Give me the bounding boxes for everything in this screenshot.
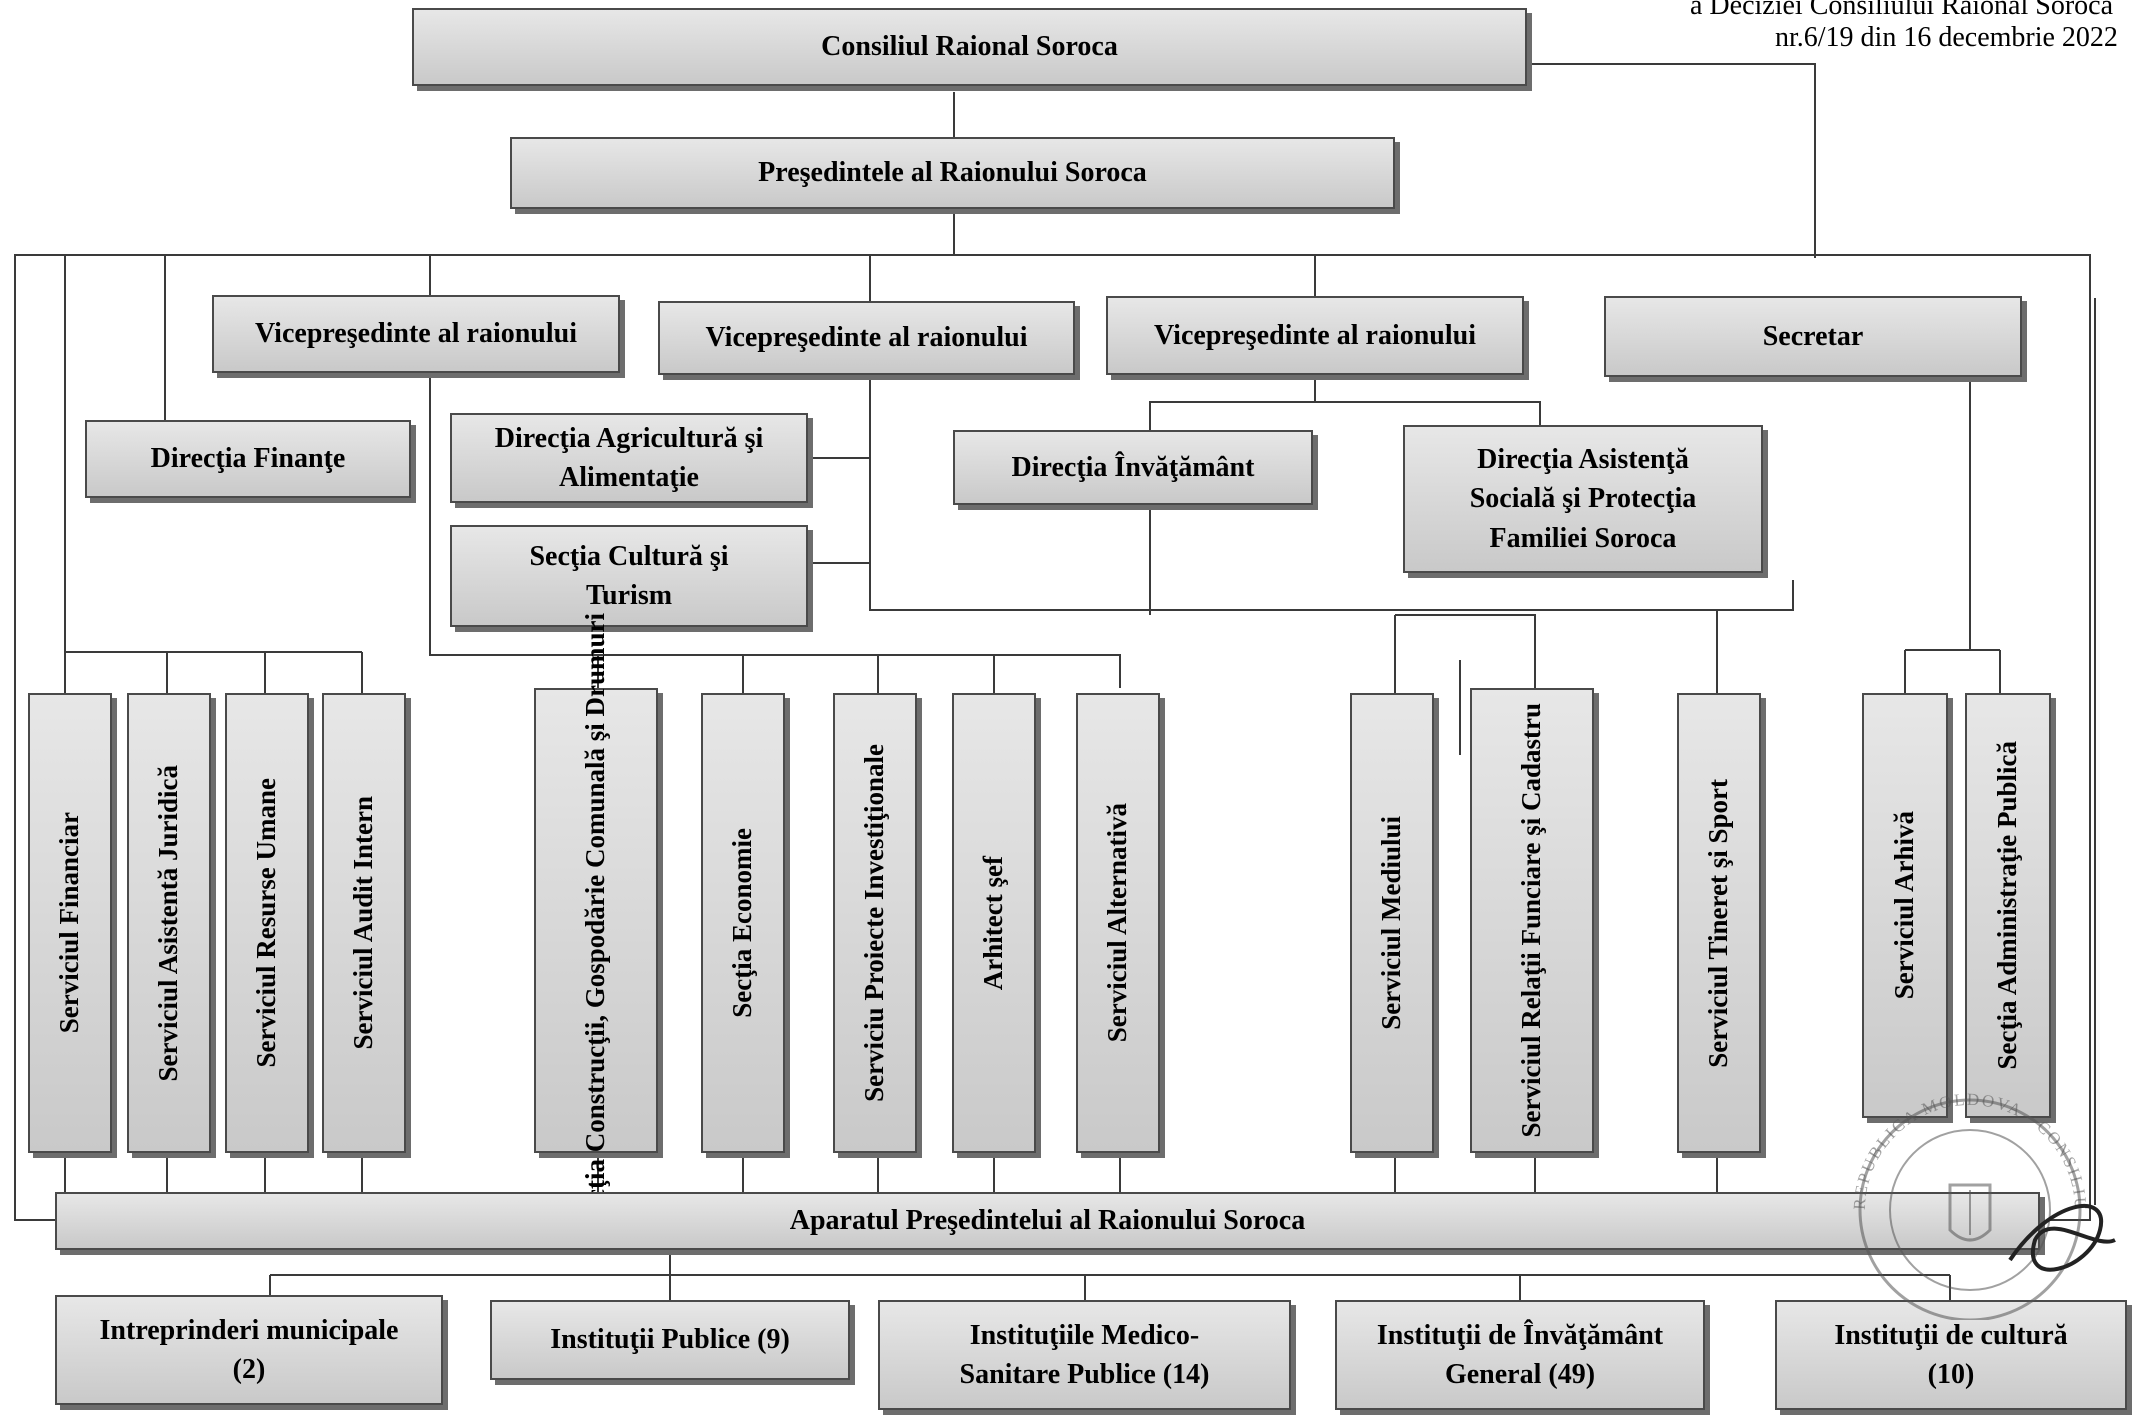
box-serviciul-asistenta-juridica: Serviciul Asistentă Juridică <box>127 693 211 1153</box>
box-serviciul-mediului: Serviciul Mediului <box>1350 693 1434 1153</box>
signature-scribble <box>2008 1204 2116 1272</box>
box-label: Arhitect şef <box>978 855 1009 991</box>
decision-reference-line-2: nr.6/19 din 16 decembrie 2022 <box>1775 22 2118 53</box>
box-label: Secţia Cultură şi Turism <box>529 540 729 611</box>
box-label: Serviciul Financiar <box>54 812 85 1034</box>
box-label: Instituţiile Medico- Sanitare Publice (1… <box>959 1319 1210 1390</box>
box-label: Preşedintele al Raionului Soroca <box>758 157 1147 189</box>
box-label: Serviciul Audit Intern <box>348 796 379 1050</box>
box-label: Serviciu Proiecte Investiţionale <box>859 744 890 1102</box>
box-directia-agricultura: Direcţia Agricultură şi Alimentaţie <box>450 413 808 503</box>
box-label: Direcţia Asistenţă Socială şi Protecţia … <box>1469 444 1697 554</box>
decision-reference-line-1: a Deciziei Consiliului Raional Soroca <box>1690 0 2114 21</box>
box-label: Serviciul Relaţii Funciare şi Cadastru <box>1516 703 1547 1138</box>
box-sectia-economie: Secţia Economie <box>701 693 785 1153</box>
svg-text:REPUBLICA MOLDOVA · CONSILIUL: REPUBLICA MOLDOVA · CONSILIUL RAIONAL SO… <box>1820 1090 2090 1212</box>
box-secretar: Secretar <box>1604 296 2022 377</box>
box-label: Serviciul Resurse Umane <box>251 778 282 1068</box>
box-serviciu-proiecte-investitionale: Serviciu Proiecte Investiţionale <box>833 693 917 1153</box>
box-label: Aparatul Preşedintelui al Raionului Soro… <box>789 1205 1306 1237</box>
box-label: Vicepreşedinte al raionului <box>255 318 577 350</box>
box-label: Serviciul Alternativă <box>1102 803 1133 1043</box>
box-arhitect-sef: Arhitect şef <box>952 693 1036 1153</box>
box-label: Serviciul Asistentă Juridică <box>153 764 184 1082</box>
box-directia-finante: Direcţia Finanţe <box>85 420 411 498</box>
box-serviciul-resurse-umane: Serviciul Resurse Umane <box>225 693 309 1153</box>
box-intreprinderi-municipale: Intreprinderi municipale (2) <box>55 1295 443 1405</box>
box-presedintele: Preşedintele al Raionului Soroca <box>510 137 1395 209</box>
box-directia-asistenta-sociala: Direcţia Asistenţă Socială şi Protecţia … <box>1403 425 1763 573</box>
box-serviciul-relatii-funciare: Serviciul Relaţii Funciare şi Cadastru <box>1470 688 1594 1153</box>
box-label: Vicepreşedinte al raionului <box>1154 319 1476 351</box>
box-label: Serviciul Tineret şi Sport <box>1703 778 1734 1068</box>
box-label: Instituţii de Învăţământ General (49) <box>1376 1319 1664 1390</box>
box-sectia-constructii: Secţia Construcţii, Gospodărie Comunală … <box>534 613 658 1228</box>
box-sectia-administratie-publica: Secţia Administraţie Publică <box>1965 693 2051 1118</box>
box-label: Direcţia Finanţe <box>150 443 346 475</box>
box-label: Secretar <box>1762 320 1864 352</box>
box-label: Secţia Construcţii, Gospodărie Comunală … <box>580 613 611 1229</box>
box-label: Secţia Administraţie Publică <box>1992 741 2023 1070</box>
box-institutii-medico-sanitare: Instituţiile Medico- Sanitare Publice (1… <box>878 1300 1291 1410</box>
box-vicepresedinte-2: Vicepreşedinte al raionului <box>658 301 1075 375</box>
box-label: Serviciul Mediului <box>1376 816 1407 1030</box>
box-directia-invatamant: Direcţia Învăţământ <box>953 430 1313 505</box>
box-vicepresedinte-1: Vicepreşedinte al raionului <box>212 295 620 373</box>
box-serviciul-audit-intern: Serviciul Audit Intern <box>322 693 406 1153</box>
box-institutii-publice: Instituţii Publice (9) <box>490 1300 850 1380</box>
box-serviciul-tineret-sport: Serviciul Tineret şi Sport <box>1677 693 1761 1153</box>
box-label: Secţia Economie <box>727 828 758 1018</box>
box-label: Direcţia Agricultură şi Alimentaţie <box>494 422 764 493</box>
box-serviciul-financiar: Serviciul Financiar <box>28 693 112 1153</box>
box-label: Instituţii de cultură (10) <box>1834 1319 2068 1390</box>
box-label: Instituţii Publice (9) <box>550 1324 790 1356</box>
box-label: Serviciul Arhivă <box>1889 811 1920 1000</box>
box-label: Direcţia Învăţământ <box>1011 451 1255 483</box>
box-vicepresedinte-3: Vicepreşedinte al raionului <box>1106 296 1524 375</box>
box-label: Vicepreşedinte al raionului <box>705 322 1028 354</box>
box-consiliul-raional: Consiliul Raional Soroca <box>412 8 1527 86</box>
box-sectia-cultura: Secţia Cultură şi Turism <box>450 525 808 627</box>
box-institutii-invatamant-general: Instituţii de Învăţământ General (49) <box>1335 1300 1705 1410</box>
box-serviciul-alternativa: Serviciul Alternativă <box>1076 693 1160 1153</box>
seal-text: REPUBLICA MOLDOVA · CONSILIUL RAIONAL SO… <box>1820 1090 2088 1212</box>
box-serviciul-arhiva: Serviciul Arhivă <box>1862 693 1948 1118</box>
official-seal-stamp: REPUBLICA MOLDOVA · CONSILIUL RAIONAL SO… <box>1820 1090 2116 1320</box>
box-label: Consiliul Raional Soroca <box>821 31 1118 63</box>
box-label: Intreprinderi municipale (2) <box>99 1314 399 1385</box>
box-aparatul-presedintelui: Aparatul Preşedintelui al Raionului Soro… <box>55 1192 2040 1250</box>
